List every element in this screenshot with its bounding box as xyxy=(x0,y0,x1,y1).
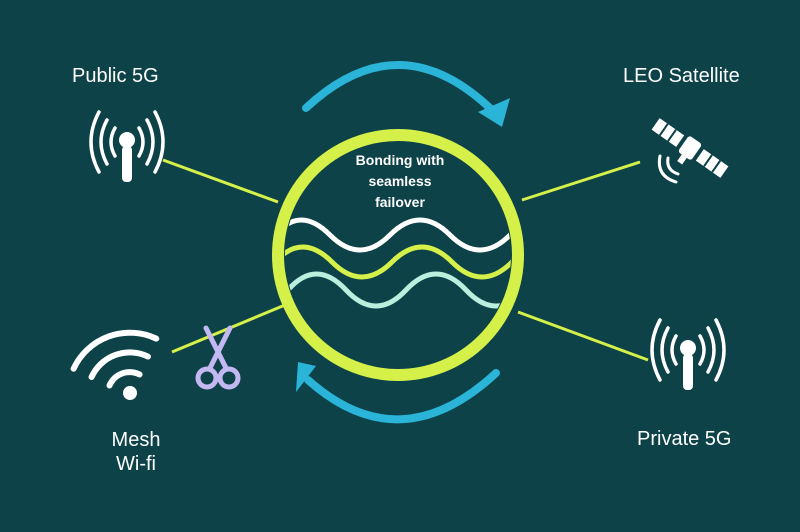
signal-waves xyxy=(285,217,511,309)
label-mesh-line: Wi-fi xyxy=(116,453,156,475)
satellite-icon xyxy=(651,118,729,184)
bonding-ring xyxy=(272,129,524,381)
label-leo-satellite: LEO Satellite xyxy=(623,65,740,87)
connector-leo-satellite xyxy=(521,160,641,202)
wave-lime xyxy=(285,244,511,280)
cell-tower-icon xyxy=(650,318,726,390)
label-mesh-wifi: Mesh Wi-fi xyxy=(96,428,176,476)
rotation-arrow-top xyxy=(302,61,510,127)
center-caption-line: seamless xyxy=(368,173,432,189)
center-caption: Bonding with seamless failover xyxy=(318,150,482,213)
center-caption-line: Bonding with xyxy=(355,152,445,168)
wave-white xyxy=(285,217,511,253)
rotation-arrow-bottom xyxy=(296,362,500,424)
scissors-icon xyxy=(195,325,241,390)
connector-public-5g xyxy=(162,158,279,204)
cell-tower-icon xyxy=(89,110,165,182)
connector-private-5g xyxy=(517,310,649,362)
label-mesh-line: Mesh xyxy=(111,429,161,451)
label-private-5g: Private 5G xyxy=(637,428,732,450)
wave-mint xyxy=(285,271,511,309)
label-public-5g: Public 5G xyxy=(72,65,159,87)
wifi-icon xyxy=(70,329,160,400)
center-caption-line: failover xyxy=(375,194,425,210)
